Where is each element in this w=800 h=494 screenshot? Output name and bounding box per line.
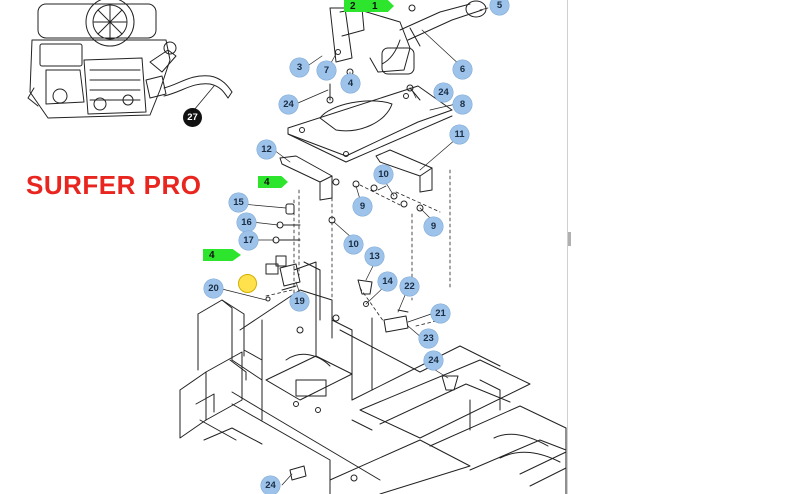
- flag-1[interactable]: 1: [366, 0, 394, 12]
- callout-10-upper[interactable]: 10: [374, 165, 393, 184]
- callout-24-bottom[interactable]: 24: [261, 476, 280, 494]
- flag-4-upper[interactable]: 4: [258, 176, 288, 188]
- frame-drawing: [179, 261, 567, 494]
- selected-part-marker[interactable]: [238, 274, 257, 293]
- callout-4[interactable]: 4: [341, 74, 360, 93]
- callout-6[interactable]: 6: [453, 60, 472, 79]
- engine-drawing: [27, 0, 177, 119]
- callout-19[interactable]: 19: [290, 292, 309, 311]
- callout-5[interactable]: 5: [490, 0, 509, 15]
- flag-2[interactable]: 2: [344, 0, 372, 12]
- panel-resize-handle: [568, 232, 571, 246]
- bracket-drawing: [279, 149, 433, 201]
- heat-shield-drawing: [287, 85, 453, 163]
- callout-24-mid[interactable]: 24: [424, 351, 443, 370]
- callout-9-right[interactable]: 9: [424, 217, 443, 236]
- hose-drawing: [163, 75, 233, 111]
- muffler-drawing: [329, 0, 487, 75]
- flag-4-lower[interactable]: 4: [203, 249, 241, 261]
- callout-23[interactable]: 23: [419, 329, 438, 348]
- callout-9-left[interactable]: 9: [353, 197, 372, 216]
- callout-20[interactable]: 20: [204, 279, 223, 298]
- callout-12[interactable]: 12: [257, 140, 276, 159]
- callout-8[interactable]: 8: [453, 95, 472, 114]
- callout-24-top-right[interactable]: 24: [434, 83, 453, 102]
- callout-13[interactable]: 13: [365, 247, 384, 266]
- callout-14[interactable]: 14: [378, 272, 397, 291]
- callout-21[interactable]: 21: [431, 304, 450, 323]
- callout-22[interactable]: 22: [400, 277, 419, 296]
- callout-27[interactable]: 27: [183, 108, 202, 127]
- callout-17[interactable]: 17: [239, 231, 258, 250]
- callout-3[interactable]: 3: [290, 58, 309, 77]
- callout-16[interactable]: 16: [237, 213, 256, 232]
- callout-11[interactable]: 11: [450, 125, 469, 144]
- callout-7[interactable]: 7: [317, 61, 336, 80]
- callout-15[interactable]: 15: [229, 193, 248, 212]
- callout-24-top-left[interactable]: 24: [279, 95, 298, 114]
- callout-10-lower[interactable]: 10: [344, 235, 363, 254]
- model-title: SURFER PRO: [26, 170, 202, 200]
- panel-border: [567, 0, 568, 494]
- fasteners-drawing: [265, 49, 459, 481]
